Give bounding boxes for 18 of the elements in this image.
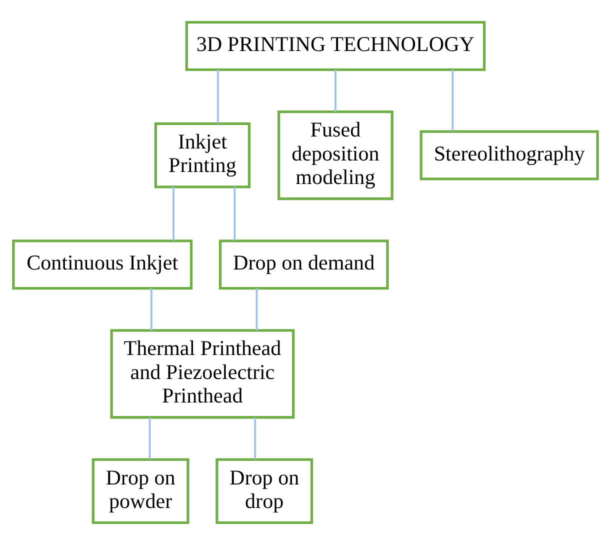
node-box: 3D PRINTING TECHNOLOGY bbox=[185, 20, 486, 70]
node-box: Drop on powder bbox=[92, 458, 190, 524]
node-box: Drop on demand bbox=[218, 239, 389, 290]
node-box: Thermal Printhead and Piezoelectric Printhead bbox=[110, 328, 295, 418]
connector bbox=[216, 69, 219, 123]
connector bbox=[254, 417, 256, 459]
connector bbox=[148, 417, 151, 459]
connector bbox=[172, 186, 174, 240]
node-box: Drop on drop bbox=[216, 458, 314, 524]
node-box: Inkjet Printing bbox=[154, 122, 251, 188]
connector bbox=[334, 69, 336, 112]
node-box: Stereolithography bbox=[420, 130, 599, 180]
node-box: Fused deposition modeling bbox=[278, 110, 394, 200]
connector bbox=[452, 69, 454, 131]
connector bbox=[150, 288, 152, 330]
node-box: Continuous Inkjet bbox=[12, 239, 193, 290]
connector bbox=[256, 288, 258, 330]
connector bbox=[234, 186, 236, 240]
